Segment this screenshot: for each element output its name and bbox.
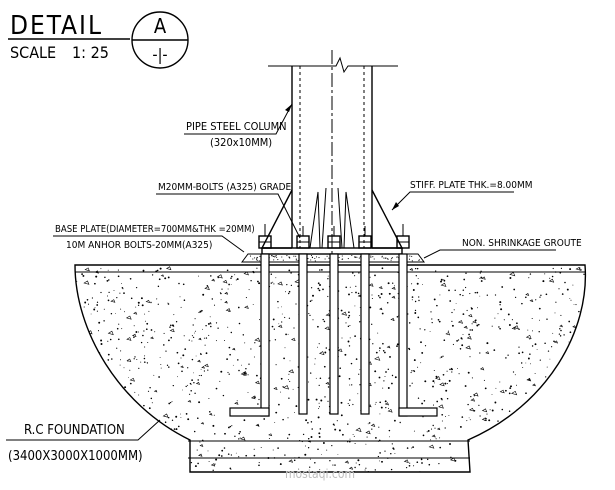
label-stiff-plate: STIFF. PLATE THK.=8.00MM [391,180,533,211]
pipe-steel-column [268,50,398,255]
label-bolts: M20MM-BOLTS (A325) GRADE [156,182,301,239]
scale-value: 1: 25 [72,43,109,62]
rc-foundation [74,264,587,473]
sheet-ref: -|- [152,45,167,64]
label-pipe-column: PIPE STEEL COLUMN (320x10MM) [184,103,293,149]
detail-id: A [154,14,167,38]
detail-reference-bubble: A -|- [131,11,189,69]
anchor-bolts-label: 10M ANHOR BOLTS-20MM(A325) [66,240,212,251]
bolts-label: M20MM-BOLTS (A325) GRADE [158,182,291,193]
pipe-column-size: (320x10MM) [210,136,272,149]
bolt-nuts [258,224,410,249]
pipe-column-label: PIPE STEEL COLUMN [186,120,287,133]
foundation-size: (3400X3000X1000MM) [8,449,143,464]
foundation-label: R.C FOUNDATION [24,423,125,438]
grout-label: NON. SHRINKAGE GROUTE [462,238,582,249]
base-plate-label: BASE PLATE(DIAMETER=700MM&THK =20MM) [55,224,255,235]
label-base-plate: BASE PLATE(DIAMETER=700MM&THK =20MM) 10M… [53,224,255,253]
label-foundation: R.C FOUNDATION (3400X3000X1000MM) [6,419,161,464]
anchor-bolts [229,253,438,417]
label-grout: NON. SHRINKAGE GROUTE [423,238,582,259]
detail-title: DETAIL [10,11,103,41]
scale-label: SCALE [10,43,56,62]
stiff-plate-label: STIFF. PLATE THK.=8.00MM [410,180,533,191]
watermark: mostaqi.com [285,467,355,481]
